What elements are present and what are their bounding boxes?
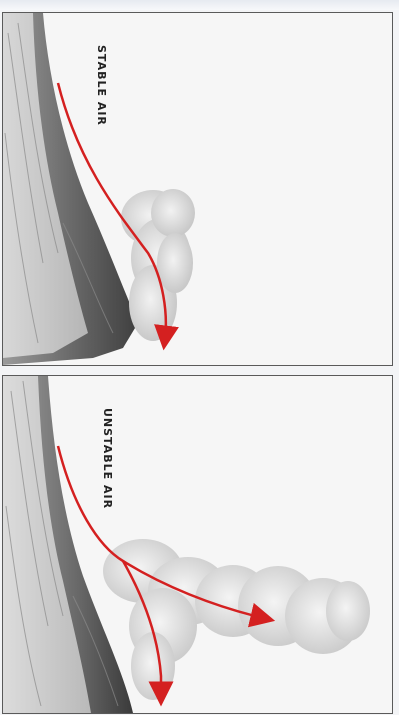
top-strip xyxy=(0,0,399,10)
stable-air-panel: STABLE AIR xyxy=(2,12,393,366)
stable-air-label: STABLE AIR xyxy=(95,45,108,126)
unstable-air-panel: UNSTABLE AIR xyxy=(2,375,393,714)
stable-air-illustration xyxy=(3,13,392,365)
stable-cloud xyxy=(121,189,195,341)
unstable-cloud xyxy=(103,539,370,700)
unstable-air-label: UNSTABLE AIR xyxy=(101,408,114,509)
unstable-air-illustration xyxy=(3,376,392,713)
